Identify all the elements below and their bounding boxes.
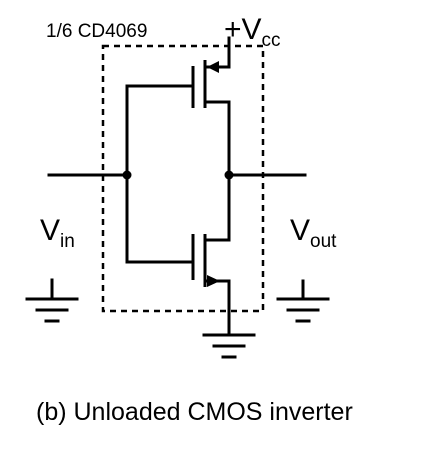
pmos-arrow [207,61,219,73]
nmos-transistor [191,234,231,337]
ic-package-boundary [101,44,265,313]
supply-label: +Vcc [224,13,281,51]
input-label: Vin [40,214,75,252]
gate-wire [125,84,195,264]
output-label: Vout [290,214,337,252]
nmos-source-wire [205,279,231,337]
drain-wire [205,100,231,242]
output-junction-dot [224,170,234,180]
output-ground-symbol [276,279,330,323]
pmos-transistor [191,60,231,242]
part-label: 1/6 CD4069 [46,21,147,42]
input-junction-dot [122,170,132,180]
input-ground-symbol [25,278,79,323]
source-ground-symbol [202,333,256,359]
nmos-arrow [207,275,220,287]
figure-caption: (b) Unloaded CMOS inverter [36,398,353,426]
